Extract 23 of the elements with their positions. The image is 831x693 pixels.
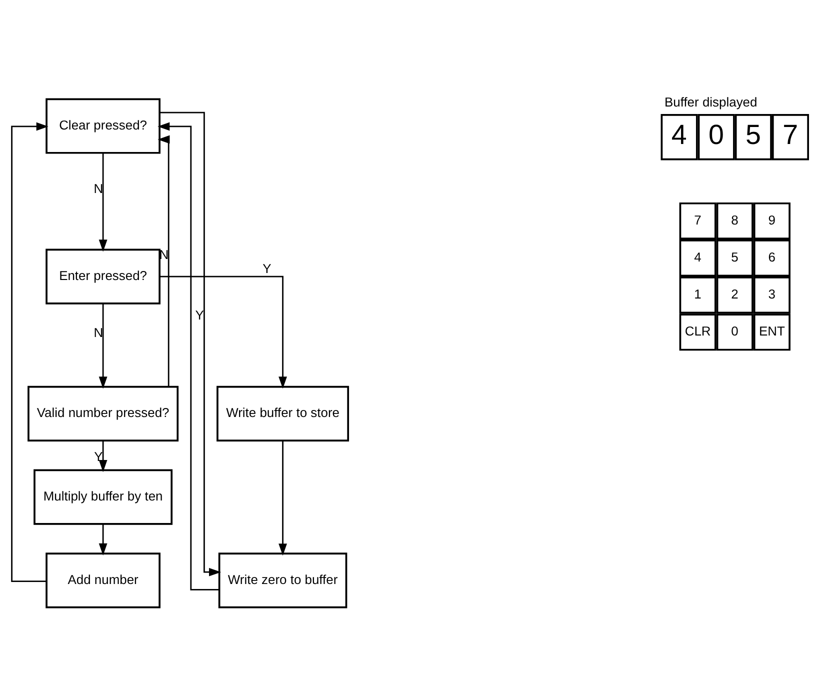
label: 8 bbox=[731, 212, 738, 228]
edge-label: Y bbox=[262, 261, 272, 276]
edge-label: N bbox=[94, 324, 104, 340]
label: 3 bbox=[768, 286, 776, 302]
label: 0 bbox=[731, 324, 738, 339]
label: 2 bbox=[731, 286, 738, 302]
label: 1 bbox=[694, 286, 702, 302]
label: CLR bbox=[684, 324, 711, 339]
label: 5 bbox=[746, 119, 761, 150]
edge-label: Y bbox=[94, 449, 103, 464]
label: 4 bbox=[694, 249, 702, 264]
edge-label: Y bbox=[195, 307, 204, 322]
label: Buffer displayed bbox=[664, 94, 758, 110]
label: 6 bbox=[768, 249, 776, 264]
label: 0 bbox=[708, 119, 724, 150]
label: 9 bbox=[768, 212, 776, 228]
edge-label: N bbox=[94, 181, 104, 196]
label: 5 bbox=[731, 249, 738, 264]
label: 7 bbox=[782, 119, 798, 150]
edge-label: N bbox=[159, 247, 169, 262]
label: ENT bbox=[758, 324, 785, 339]
label: 4 bbox=[671, 119, 687, 150]
label: 7 bbox=[694, 212, 702, 228]
